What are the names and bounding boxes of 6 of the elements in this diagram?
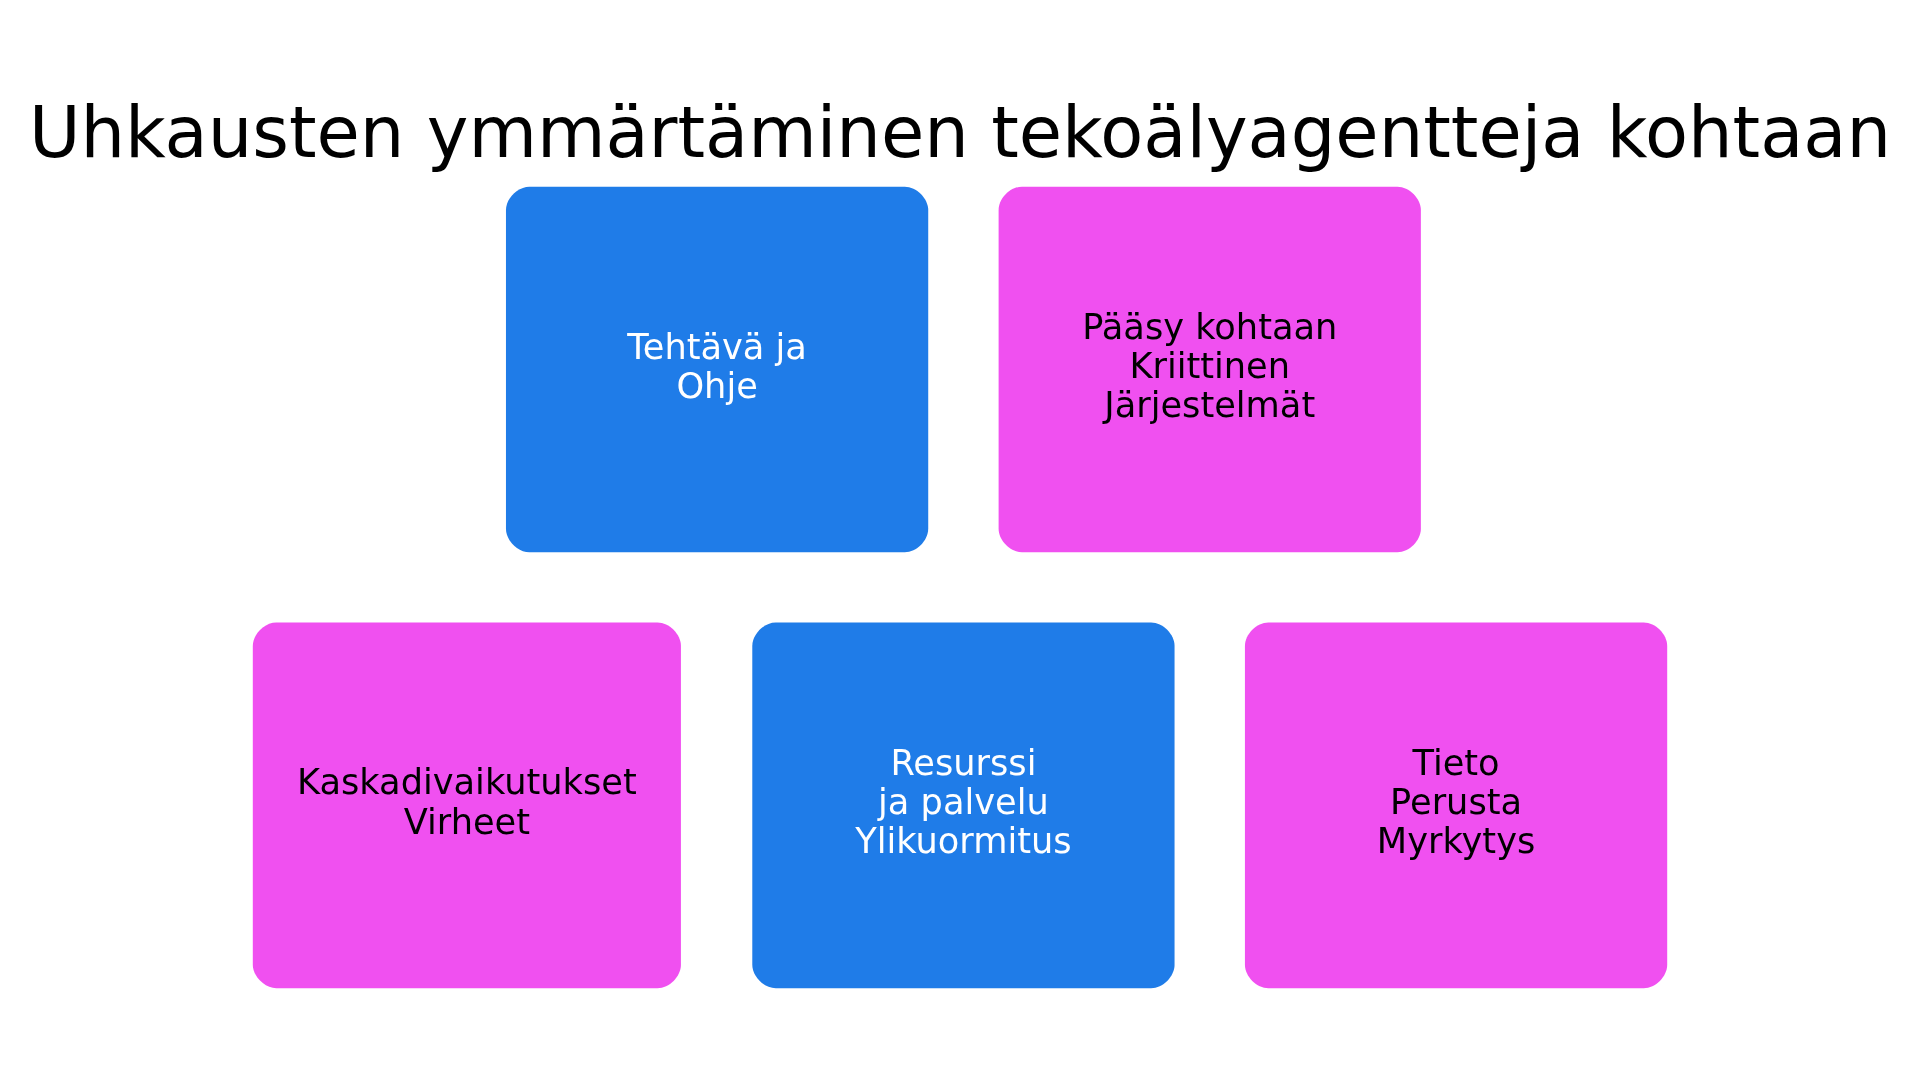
node-box: Tieto Perusta Myrkytys bbox=[1244, 622, 1668, 988]
node-box: Resurssi ja palvelu Ylikuormitus bbox=[752, 622, 1175, 988]
diagram-title: Uhkausten ymmärtäminen tekoälyagentteja kohtaan bbox=[28, 91, 1892, 174]
node-box: Tehtävä ja Ohje bbox=[505, 186, 929, 552]
node-box: Pääsy kohtaan Kriittinen Järjestelmät bbox=[998, 186, 1421, 552]
node-box: Kaskadivaikutukset Virheet bbox=[252, 622, 681, 988]
